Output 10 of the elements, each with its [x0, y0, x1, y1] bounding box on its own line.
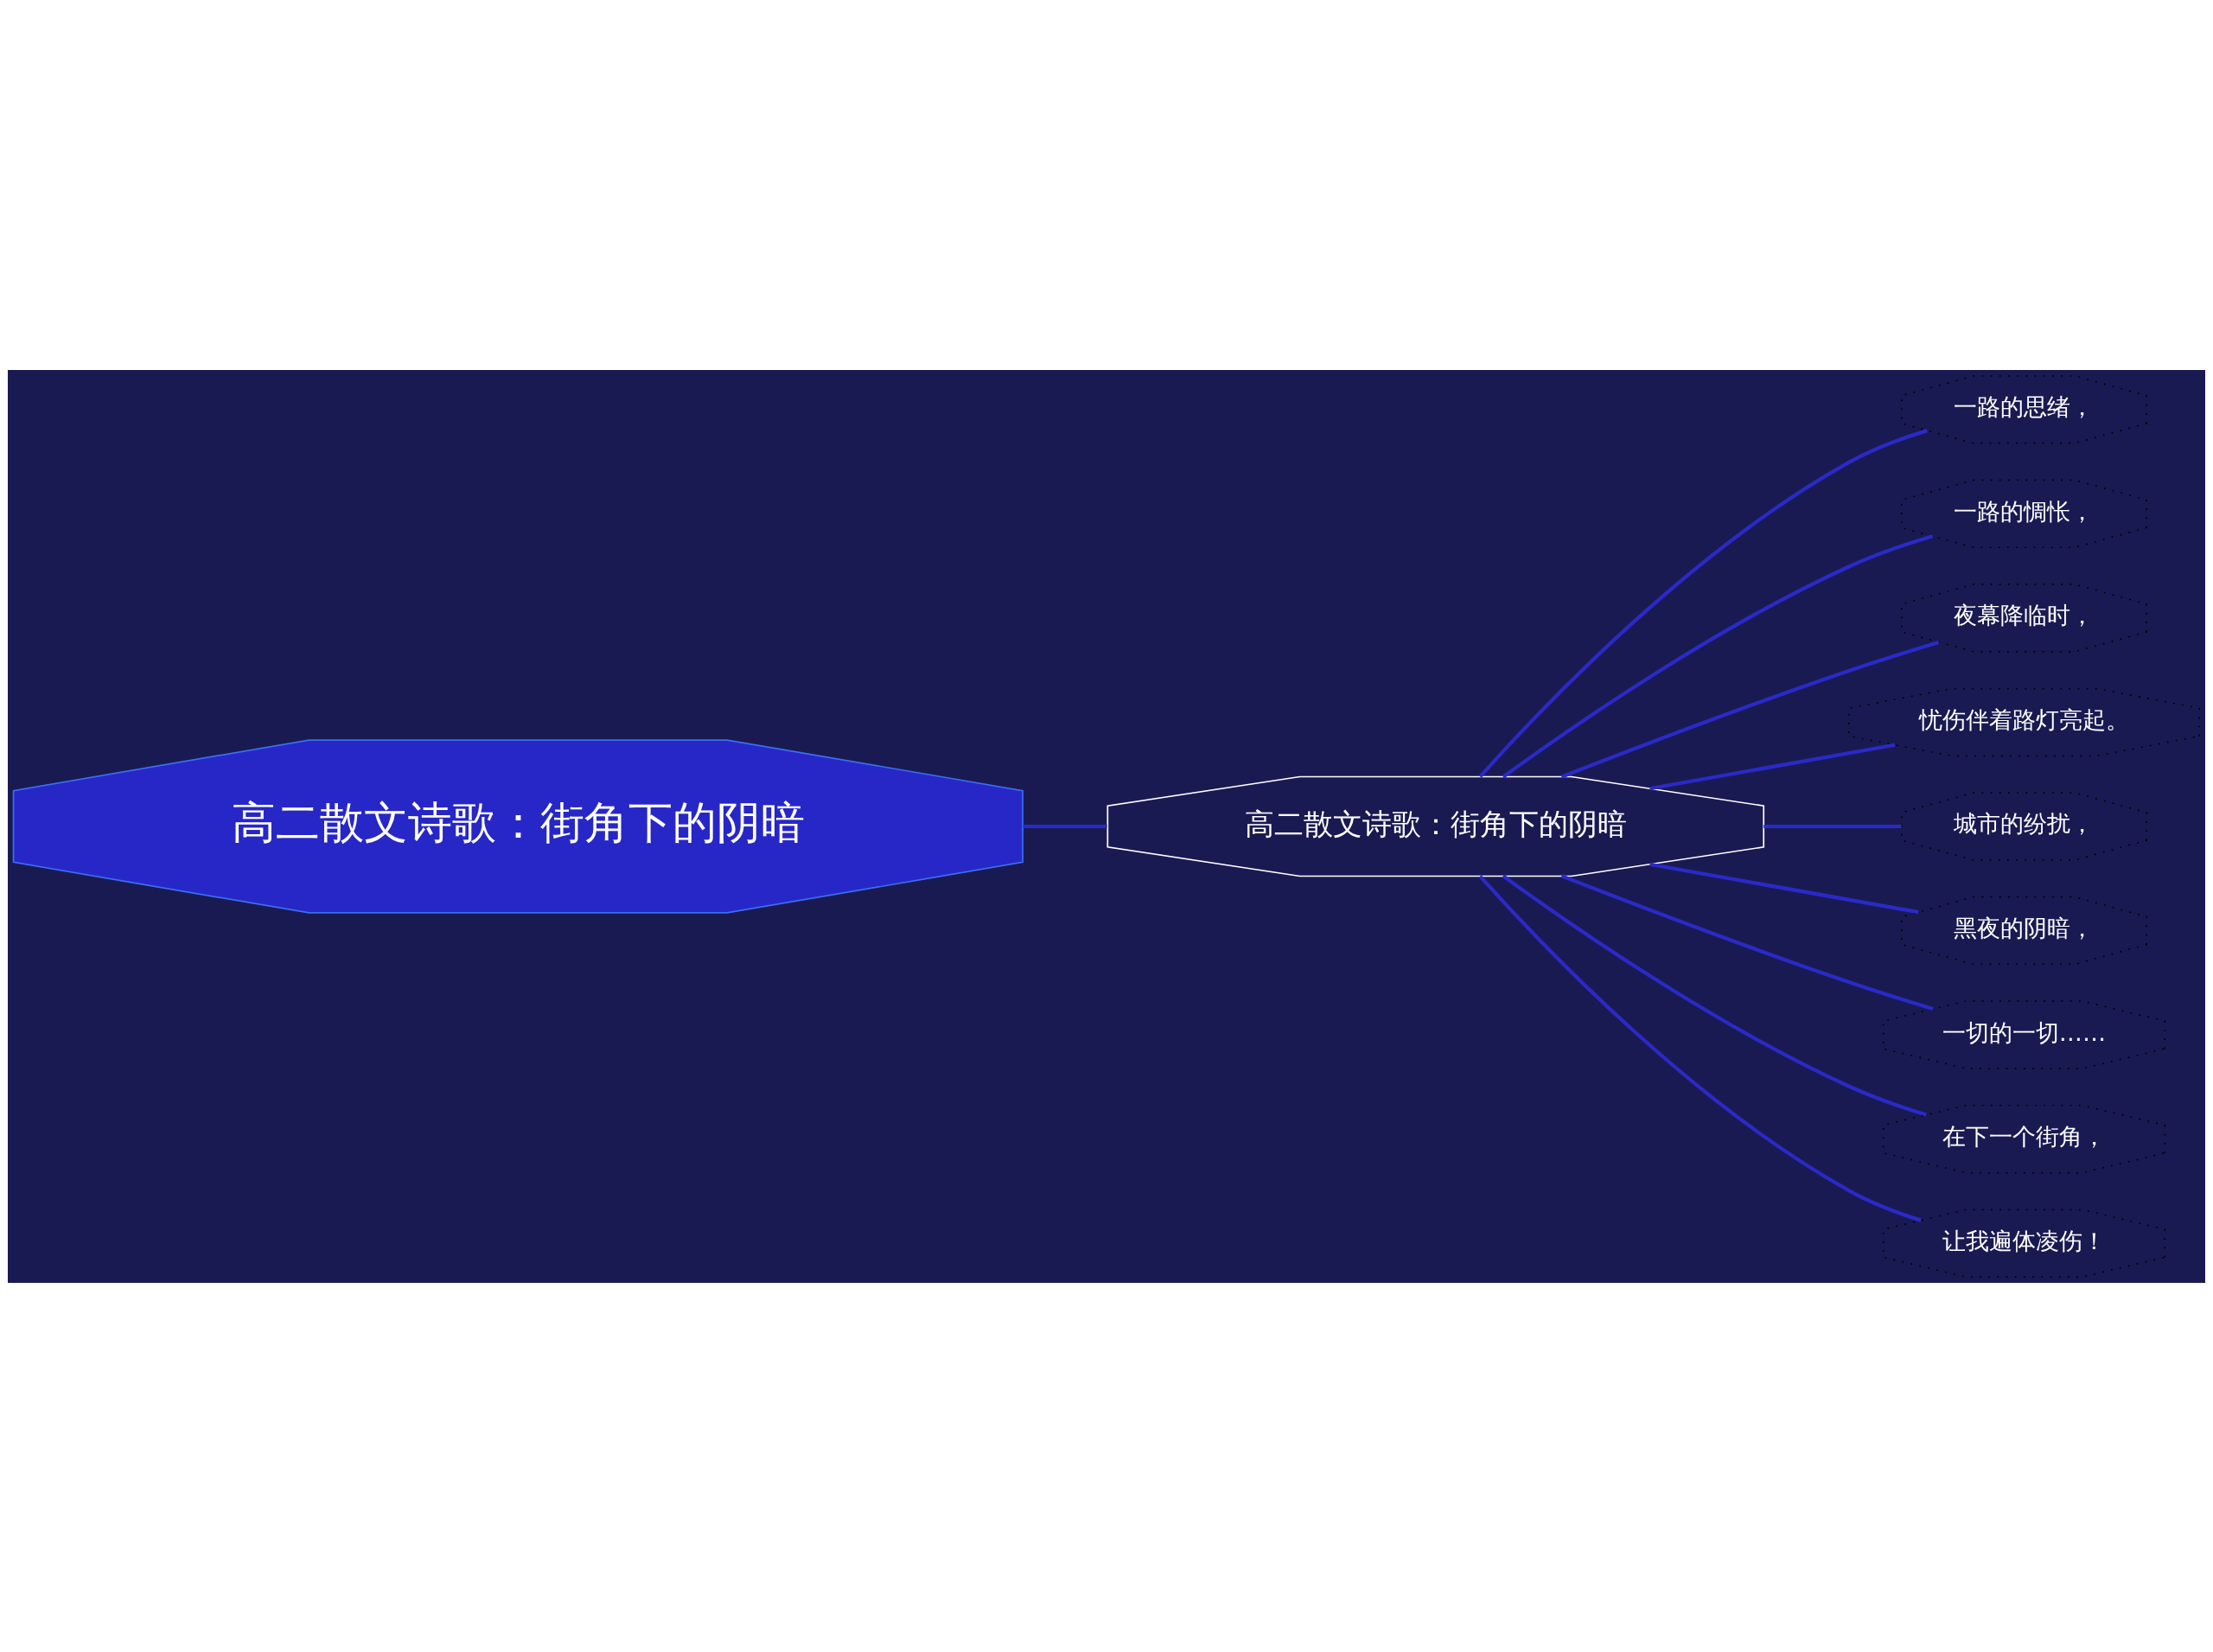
- connector: [1502, 874, 1927, 1117]
- connector: [1502, 533, 1934, 778]
- connector: [1023, 824, 1107, 828]
- connector: [1649, 743, 1896, 790]
- connector: [1478, 428, 1928, 778]
- connector: [1478, 874, 1922, 1222]
- connector: [1763, 824, 1902, 828]
- connector: [1560, 640, 1940, 779]
- connector: [1560, 873, 1934, 1011]
- connector: [1649, 862, 1919, 914]
